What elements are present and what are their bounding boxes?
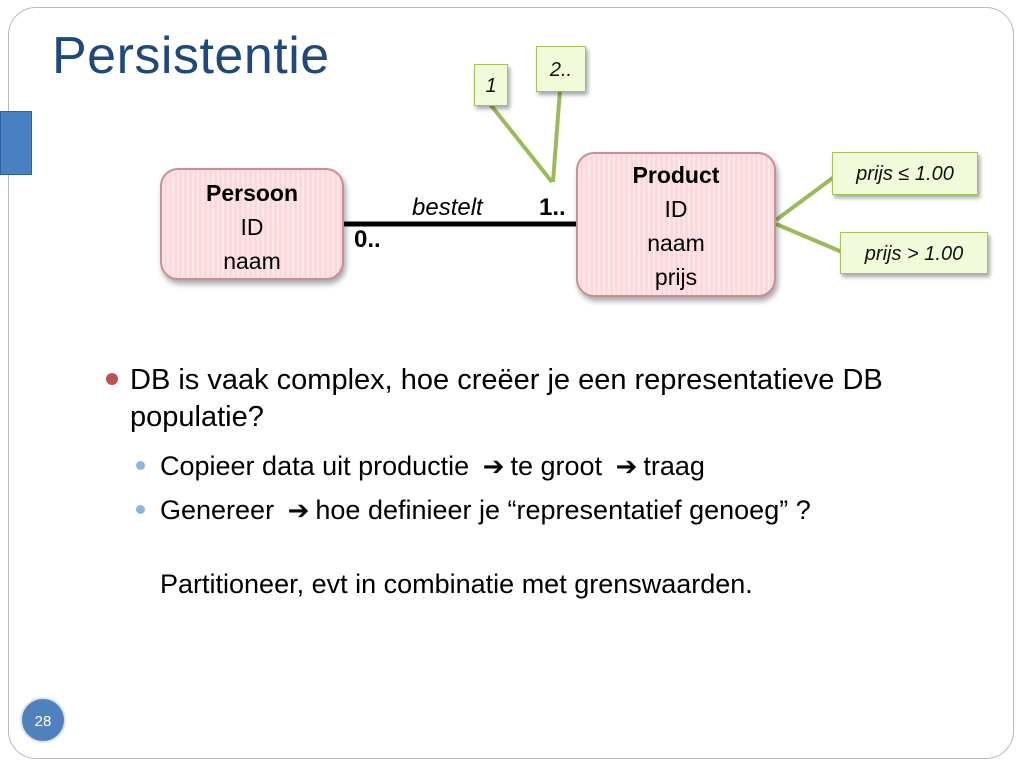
entity-product-name: Product <box>632 162 720 188</box>
entity-product-attr-naam: naam <box>647 230 705 256</box>
connector-note-price-high <box>775 222 843 254</box>
accent-bar <box>0 111 32 175</box>
bullet-sub-1: Copieer data uit productie ➔te groot ➔tr… <box>136 448 986 484</box>
entity-product-attr-id: ID <box>664 196 688 222</box>
note-price-high[interactable]: prijs > 1.00 <box>840 232 988 274</box>
arrow-right-icon: ➔ <box>482 451 505 481</box>
bullet-sub-2-part-2: hoe definieer je “representatief genoeg”… <box>315 495 811 525</box>
bullet-sub-2: Genereer ➔hoe definieer je “representati… <box>136 492 986 528</box>
note-one[interactable]: 1 <box>474 64 508 106</box>
entity-persoon-name: Persoon <box>205 180 299 206</box>
cardinality-right: 1.. <box>539 194 566 221</box>
note-two[interactable]: 2.. <box>536 46 586 92</box>
bullet-extra-text: Partitioneer, evt in combinatie met gren… <box>160 569 753 599</box>
bullet-main: DB is vaak complex, hoe creëer je een re… <box>106 362 986 436</box>
connector-note-price-low <box>774 172 840 222</box>
bullet-dot-icon <box>106 373 118 385</box>
entity-product[interactable]: Product ID naam prijs <box>576 152 776 297</box>
cardinality-left: 0.. <box>354 226 381 253</box>
arrow-right-icon: ➔ <box>615 451 638 481</box>
bullet-dot-icon <box>136 505 145 514</box>
entity-persoon-attr-naam: naam <box>223 248 281 274</box>
bullet-sub-1-part-3: traag <box>643 451 705 481</box>
relationship-name: bestelt <box>412 194 483 221</box>
entity-persoon[interactable]: Persoon ID naam <box>160 168 344 280</box>
bullet-dot-icon <box>136 461 145 470</box>
entity-persoon-attr-id: ID <box>240 214 264 240</box>
connector-note-1 <box>488 102 554 184</box>
note-price-low[interactable]: prijs ≤ 1.00 <box>832 152 978 195</box>
arrow-right-icon: ➔ <box>287 495 310 525</box>
slide-title: Persistentie <box>52 27 330 85</box>
bullet-list: DB is vaak complex, hoe creëer je een re… <box>106 362 986 602</box>
bullet-sub-1-part-1: Copieer data uit productie <box>160 451 470 481</box>
connector-note-2 <box>551 89 562 183</box>
bullet-main-text: DB is vaak complex, hoe creëer je een re… <box>130 364 883 433</box>
entity-product-attr-prijs: prijs <box>654 264 698 290</box>
bullet-sub-1-part-2: te groot <box>510 451 603 481</box>
page-number-badge: 28 <box>20 697 66 743</box>
bullet-sub-2-part-1: Genereer <box>160 495 275 525</box>
